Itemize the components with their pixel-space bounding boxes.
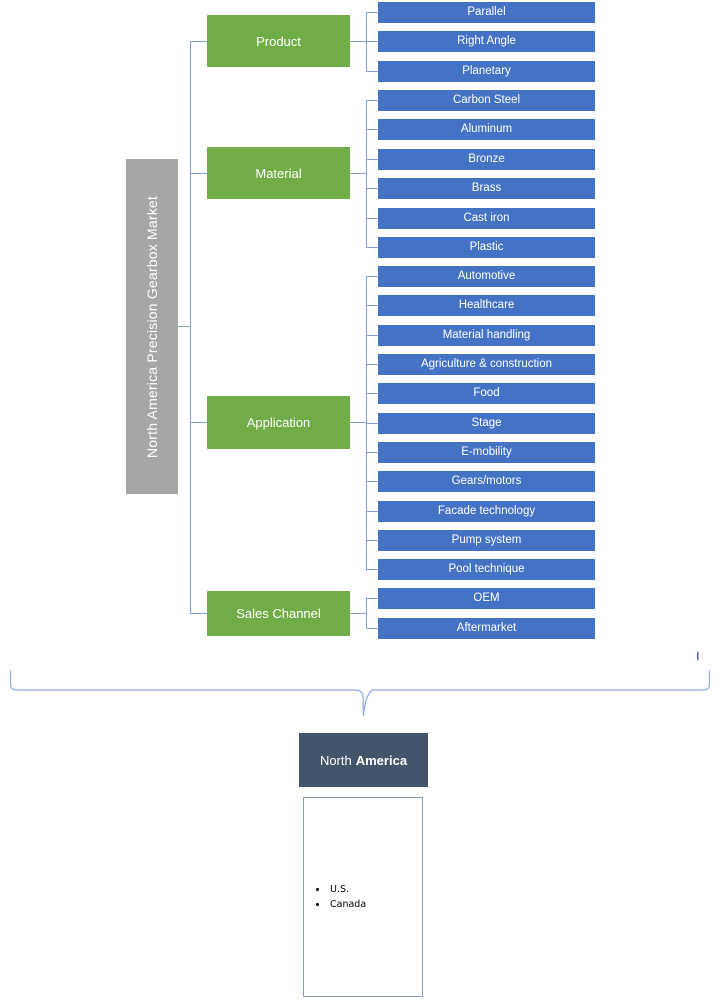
leaf-box[interactable]: Automotive (378, 266, 595, 287)
leaf-label: Material handling (442, 328, 531, 341)
category-label: Application (246, 415, 311, 430)
connector-material-item-4 (366, 188, 378, 189)
leaf-label: Planetary (462, 64, 511, 77)
leaf-box[interactable]: Pool technique (378, 559, 595, 580)
leaf-label: Food (473, 386, 500, 399)
connector-application-spine (366, 276, 367, 569)
connector-application-item-1 (366, 276, 378, 277)
leaf-box[interactable]: Right Angle (378, 31, 595, 52)
leaf-box[interactable]: Parallel (378, 2, 595, 23)
list-item: Canada (328, 897, 366, 912)
connector-application-item-5 (366, 393, 378, 394)
category-label: Sales Channel (236, 606, 321, 621)
category-box-product[interactable]: Product (207, 15, 350, 67)
leaf-box[interactable]: Aftermarket (378, 618, 595, 639)
leaf-box[interactable]: Facade technology (378, 501, 595, 522)
connector-material-spine (366, 100, 367, 247)
connector-material-item-6 (366, 247, 378, 248)
leaf-box[interactable]: Carbon Steel (378, 90, 595, 111)
region-title-bold: America (355, 752, 408, 768)
connector-application-item-3 (366, 335, 378, 336)
connector-application-item-2 (366, 305, 378, 306)
connector-material-item-5 (366, 218, 378, 219)
region-title-light: North (319, 752, 352, 768)
leaf-label: Facade technology (437, 504, 536, 517)
leaf-label: Pump system (451, 533, 522, 546)
connector-material-item-2 (366, 129, 378, 130)
region-header-north-america[interactable]: North America (299, 733, 428, 787)
category-box-material[interactable]: Material (207, 147, 350, 199)
region-country-list: U.S. Canada (304, 882, 366, 912)
connector-trunk-to-saleschannel (190, 613, 207, 614)
leaf-label: E-mobility (461, 445, 512, 458)
leaf-box[interactable]: Material handling (378, 325, 595, 346)
connector-trunk-vertical (190, 41, 191, 613)
leaf-label: Cast iron (463, 211, 510, 224)
leaf-label: Stage (471, 416, 502, 429)
connector-saleschannel-stub (350, 613, 366, 614)
connector-trunk-to-material (190, 173, 207, 174)
leaf-box[interactable]: Bronze (378, 149, 595, 170)
region-country-panel: U.S. Canada (303, 797, 423, 997)
connector-application-stub (350, 422, 366, 423)
category-label: Product (256, 33, 301, 49)
leaf-box[interactable]: Plastic (378, 237, 595, 258)
leaf-label: Gears/motors (451, 474, 522, 487)
leaf-box[interactable]: Stage (378, 413, 595, 434)
connector-material-stub (350, 173, 366, 174)
leaf-label: Agriculture & construction (420, 357, 553, 370)
root-node-market: North America Precision Gearbox Market (126, 159, 178, 494)
leaf-label: Automotive (457, 269, 516, 282)
connector-product-stub (350, 41, 366, 42)
leaf-box[interactable]: Agriculture & construction (378, 354, 595, 375)
leaf-box[interactable]: Aluminum (378, 119, 595, 140)
connector-application-item-4 (366, 364, 378, 365)
leaf-box[interactable]: Healthcare (378, 295, 595, 316)
leaf-box[interactable]: Planetary (378, 61, 595, 82)
connector-application-item-10 (366, 540, 378, 541)
connector-saleschannel-spine (366, 598, 367, 629)
connector-application-item-9 (366, 511, 378, 512)
leaf-box[interactable]: Pump system (378, 530, 595, 551)
leaf-label: Healthcare (458, 298, 515, 311)
connector-product-item-3 (366, 71, 378, 72)
connector-application-item-6 (366, 423, 378, 424)
leaf-label: Right Angle (457, 34, 516, 47)
category-label: Material (255, 165, 302, 181)
connector-application-item-8 (366, 481, 378, 482)
leaf-box[interactable]: Brass (378, 178, 595, 199)
connector-saleschannel-item-2 (366, 628, 378, 629)
connector-saleschannel-item-1 (366, 598, 378, 599)
leaf-label: Aluminum (460, 122, 513, 135)
leaf-label: Parallel (467, 5, 506, 18)
leaf-label: Plastic (469, 240, 504, 253)
leaf-box[interactable]: Gears/motors (378, 471, 595, 492)
leaf-label: OEM (473, 591, 500, 604)
region-brace (9, 652, 711, 717)
root-node-label: North America Precision Gearbox Market (144, 195, 160, 458)
connector-trunk-to-application (190, 422, 207, 423)
connector-application-item-11 (366, 569, 378, 570)
leaf-label: Brass (471, 181, 502, 194)
leaf-label: Bronze (468, 152, 505, 165)
connector-material-item-3 (366, 159, 378, 160)
leaf-box[interactable]: Food (378, 383, 595, 404)
connector-trunk-to-product (190, 41, 207, 42)
connector-product-item-2 (366, 41, 378, 42)
list-item: U.S. (328, 882, 366, 897)
category-box-sales-channel[interactable]: Sales Channel (207, 591, 350, 636)
connector-product-item-1 (366, 12, 378, 13)
leaf-box[interactable]: E-mobility (378, 442, 595, 463)
connector-application-item-7 (366, 452, 378, 453)
leaf-box[interactable]: Cast iron (378, 208, 595, 229)
connector-root-stub (178, 326, 190, 327)
leaf-label: Aftermarket (456, 621, 517, 634)
leaf-box[interactable]: OEM (378, 588, 595, 609)
leaf-label: Pool technique (448, 562, 525, 575)
category-box-application[interactable]: Application (207, 396, 350, 449)
connector-material-item-1 (366, 100, 378, 101)
leaf-label: Carbon Steel (452, 93, 521, 106)
